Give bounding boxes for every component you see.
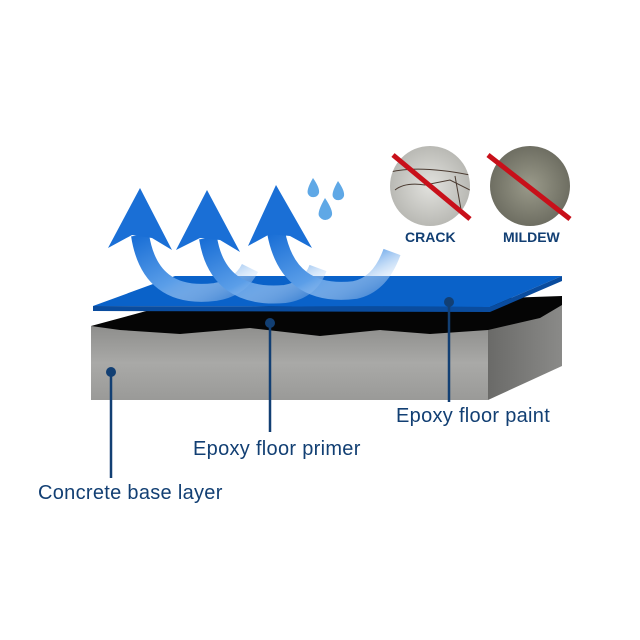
paint-label: Epoxy floor paint (396, 405, 551, 427)
concrete-block (91, 296, 562, 400)
water-drops-icon (307, 178, 345, 220)
mildew-label: MILDEW (503, 229, 560, 245)
primer-label: Epoxy floor primer (193, 438, 361, 460)
callout-lines (106, 297, 454, 478)
crack-no-icon (390, 146, 472, 226)
mildew-no-icon (486, 146, 572, 226)
arrow-icon (248, 185, 401, 300)
crack-label: CRACK (405, 229, 456, 245)
breathable-arrows (108, 185, 401, 304)
concrete-label: Concrete base layer (38, 482, 223, 504)
